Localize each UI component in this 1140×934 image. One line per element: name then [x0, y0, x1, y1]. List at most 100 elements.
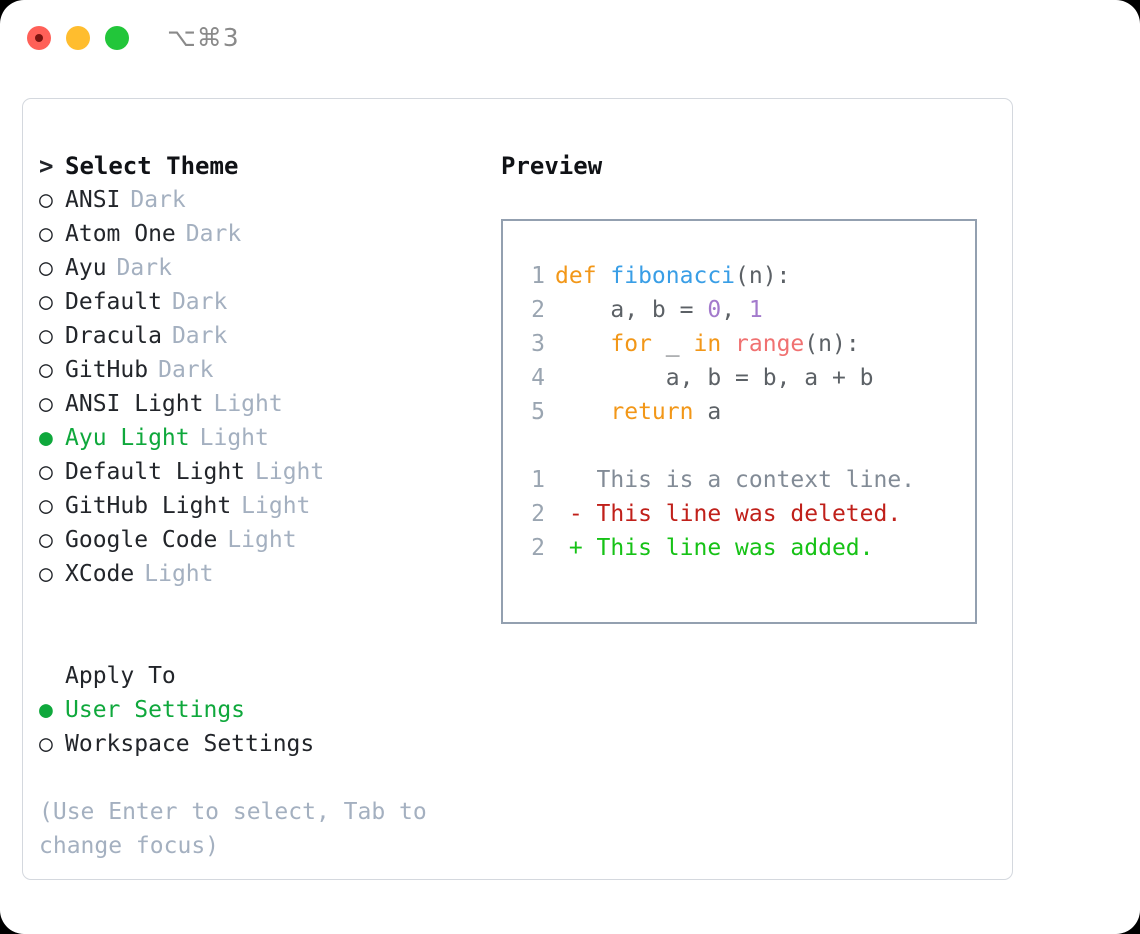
minimize-button-icon[interactable] [66, 26, 90, 50]
code-token: fibonacci [610, 263, 736, 289]
theme-variant-label: Light [199, 425, 269, 451]
theme-option-label: Google Code [65, 527, 218, 553]
radio-selected-icon: ● [39, 425, 53, 451]
theme-variant-label: Dark [116, 255, 172, 281]
radio-unselected-icon: ○ [39, 357, 53, 383]
line-number: 4 [531, 365, 545, 391]
apply-to-option-workspace-settings[interactable]: ○Workspace Settings [39, 727, 479, 761]
theme-option-atom-one[interactable]: ○ Atom One Dark [39, 217, 479, 251]
line-number: 3 [531, 331, 545, 357]
theme-option-label: ANSI [65, 187, 121, 213]
theme-option-label: Dracula [65, 323, 162, 349]
radio-selected-icon: ● [39, 697, 53, 723]
code-token: , [721, 297, 749, 323]
theme-variant-label: Light [227, 527, 297, 553]
close-button-icon[interactable] [27, 26, 51, 50]
line-number: 2 [531, 297, 545, 323]
theme-option-label: Ayu [65, 255, 107, 281]
code-token [555, 399, 610, 425]
section-spacer [39, 591, 479, 659]
cursor-caret-icon: > [39, 152, 54, 180]
code-line: 2 a, b = 0, 1 [503, 293, 975, 327]
radio-unselected-icon: ○ [39, 459, 53, 485]
theme-option-label: GitHub Light [65, 493, 232, 519]
code-token: 1 [748, 297, 763, 323]
radio-unselected-icon: ○ [39, 493, 53, 519]
maximize-button-icon[interactable] [105, 26, 129, 50]
theme-variant-label: Dark [130, 187, 186, 213]
radio-unselected-icon: ○ [39, 289, 53, 315]
diff-text: + This line was added. [555, 535, 874, 561]
theme-option-label: GitHub [65, 357, 149, 383]
theme-option-github-light[interactable]: ○ GitHub Light Light [39, 489, 479, 523]
theme-variant-label: Light [255, 459, 325, 485]
code-token: _ [651, 331, 694, 357]
code-token [721, 331, 735, 357]
diff-text: This is a context line. [555, 467, 916, 493]
code-token: (n): [804, 331, 860, 357]
apply-to-option-label: Workspace Settings [65, 731, 315, 757]
window-controls [27, 26, 129, 50]
theme-option-ayu-light[interactable]: ● Ayu Light Light [39, 421, 479, 455]
title-bar: ⌥⌘3 [0, 0, 1140, 78]
code-line: 4 a, b = b, a + b [503, 361, 975, 395]
code-line: 5 return a [503, 395, 975, 429]
code-token: 0 [707, 297, 722, 323]
theme-variant-label: Light [213, 391, 283, 417]
code-token: a, b = b, a + b [555, 365, 874, 391]
line-number: 2 [531, 501, 545, 527]
keyboard-shortcut-label: ⌥⌘3 [167, 23, 240, 52]
code-token: range [735, 331, 805, 357]
line-number: 2 [531, 535, 545, 561]
code-token: for [610, 331, 652, 357]
select-theme-header: > Select Theme [39, 149, 479, 183]
radio-unselected-icon: ○ [39, 527, 53, 553]
code-token [555, 331, 610, 357]
theme-option-label: XCode [65, 561, 135, 587]
line-number: 1 [531, 467, 545, 493]
theme-option-label: ANSI Light [65, 391, 204, 417]
diff-text: - This line was deleted. [555, 501, 902, 527]
line-number: 1 [531, 263, 545, 289]
code-token: (n): [735, 263, 791, 289]
code-token: a [693, 399, 722, 425]
diff-sample: 1 This is a context line. 2 - This line w… [503, 463, 975, 565]
theme-variant-label: Dark [171, 323, 228, 349]
radio-unselected-icon: ○ [39, 391, 53, 417]
theme-option-label: Ayu Light [65, 425, 190, 451]
radio-unselected-icon: ○ [39, 561, 53, 587]
theme-variant-label: Dark [158, 357, 214, 383]
theme-variant-label: Dark [185, 221, 242, 247]
code-token: a, b = [555, 297, 708, 323]
apply-to-option-label: User Settings [65, 697, 246, 723]
theme-option-dracula[interactable]: ○ Dracula Dark [39, 319, 479, 353]
code-line: 3 for _ in range(n): [503, 327, 975, 361]
theme-option-github[interactable]: ○ GitHub Dark [39, 353, 479, 387]
radio-unselected-icon: ○ [39, 221, 53, 247]
theme-option-label: Atom One [65, 221, 176, 247]
theme-option-ansi-light[interactable]: ○ ANSI Light Light [39, 387, 479, 421]
code-diff-separator [503, 429, 975, 463]
code-token: in [693, 331, 722, 357]
theme-option-google-code[interactable]: ○ Google Code Light [39, 523, 479, 557]
diff-line: 2 - This line was deleted. [503, 497, 975, 531]
theme-variant-label: Light [144, 561, 214, 587]
theme-variant-label: Light [241, 493, 311, 519]
apply-to-option-user-settings[interactable]: ● User Settings [39, 693, 479, 727]
apply-to-options-list: ● User Settings ○Workspace Settings [39, 693, 479, 761]
select-theme-header-label: Select Theme [65, 152, 239, 180]
radio-unselected-icon: ○ [39, 323, 53, 349]
theme-option-xcode[interactable]: ○ XCode Light [39, 557, 479, 591]
line-number: 5 [531, 399, 545, 425]
